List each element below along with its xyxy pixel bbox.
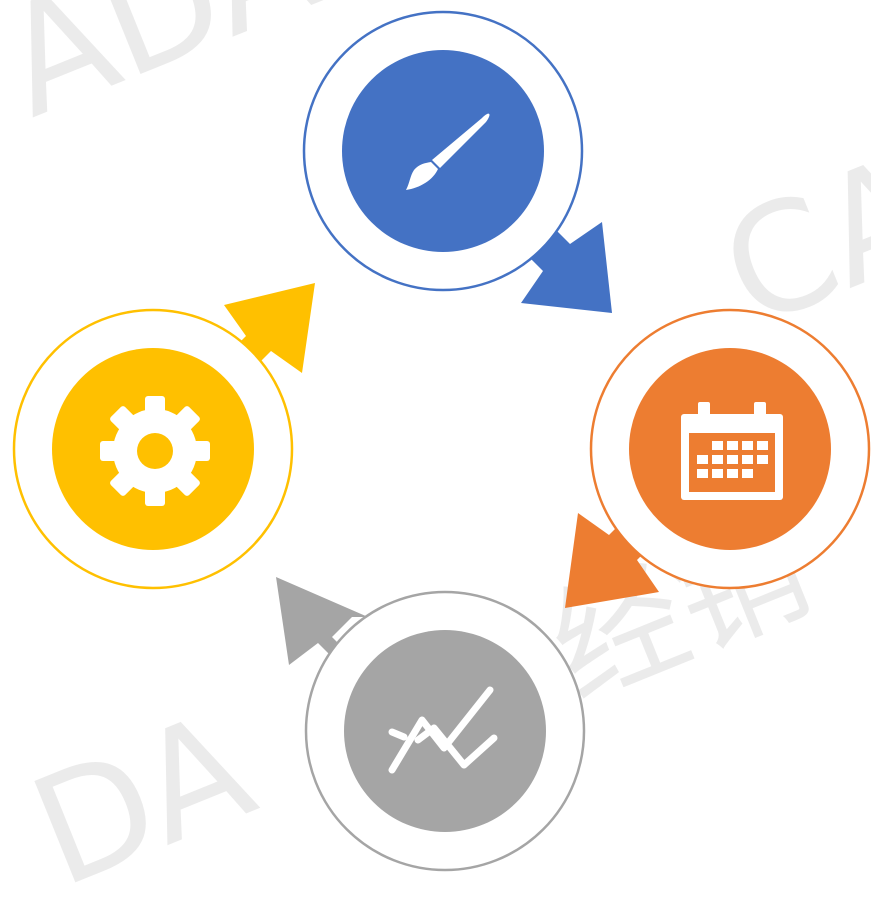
node-analysis [304,590,586,872]
cycle-diagram [12,10,871,872]
node-schedule [589,308,871,590]
paintbrush-icon [406,113,490,190]
node-settings [12,308,294,590]
node-analysis-disc [344,630,546,832]
gear-hole [137,433,173,469]
calendar-grid [689,433,775,492]
arrow-gray-shape [276,577,368,665]
calendar-cells [697,441,768,478]
node-design [302,10,584,292]
line-chart-icon [388,686,498,774]
arrow-gray [276,577,368,665]
